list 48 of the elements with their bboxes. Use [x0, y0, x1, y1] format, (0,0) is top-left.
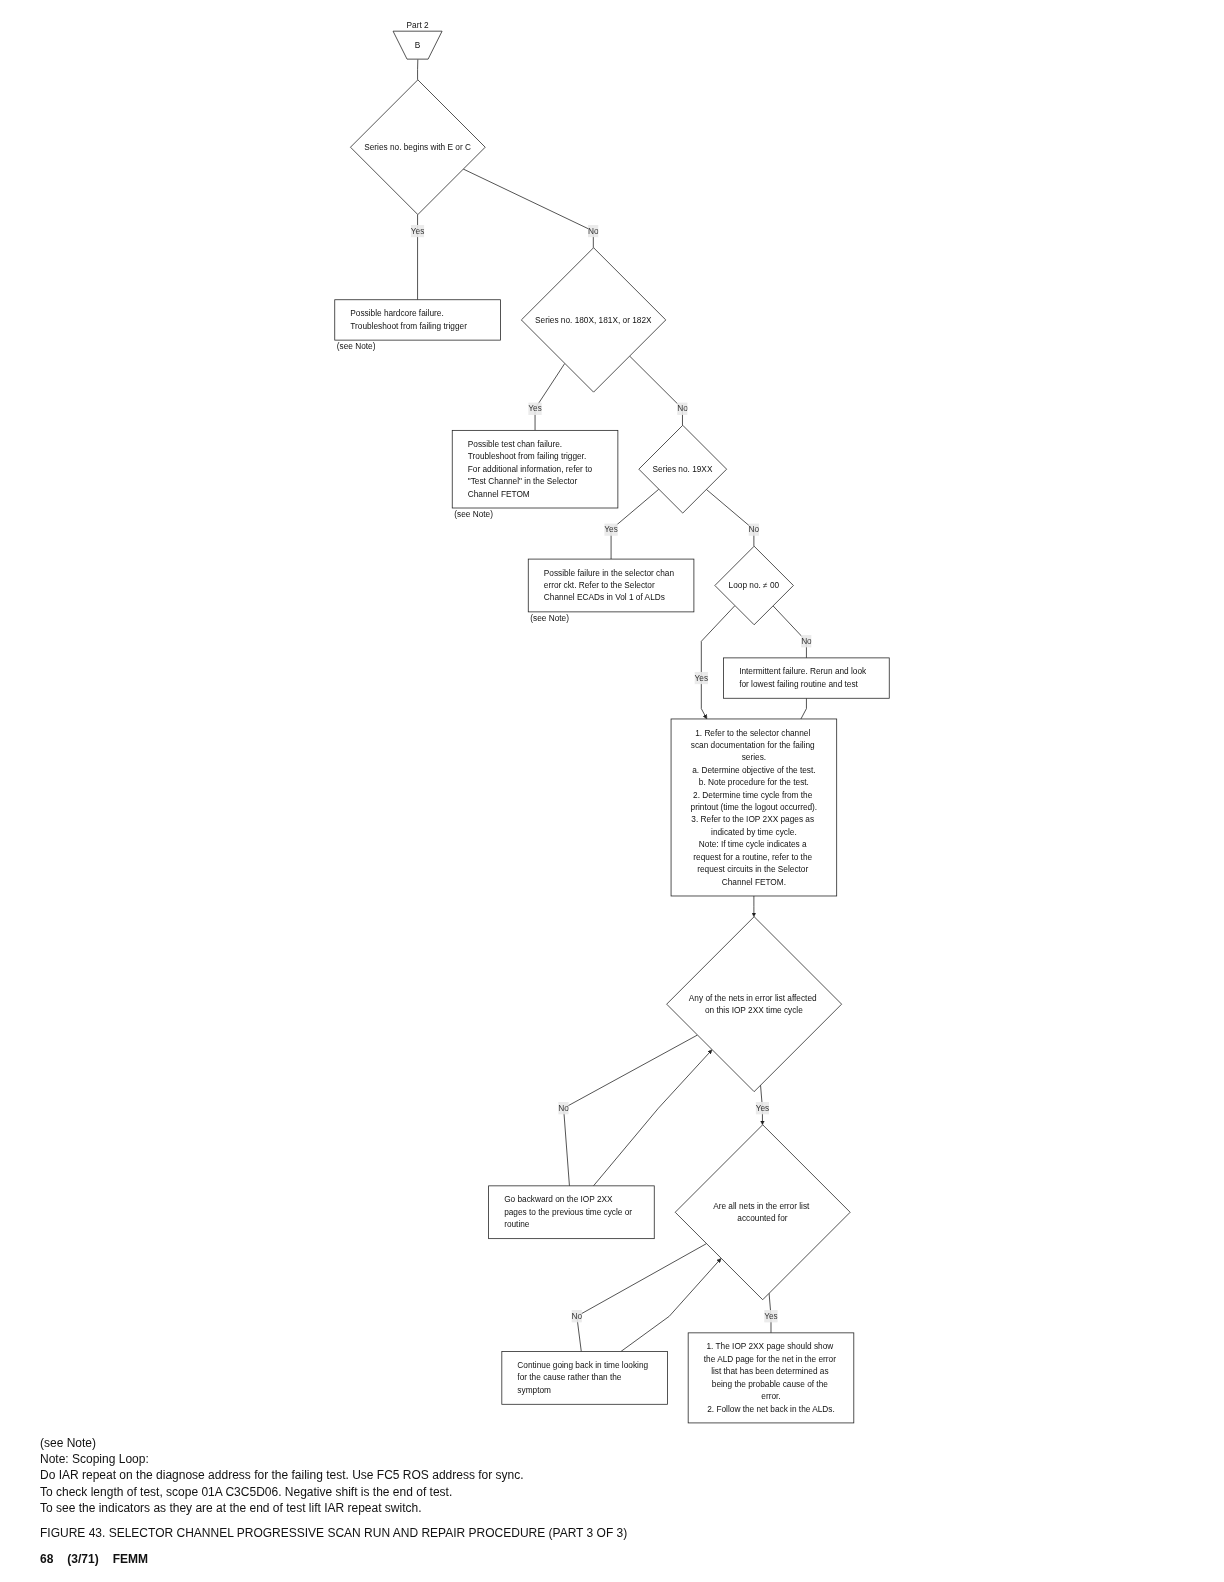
- node-box: 1. Refer to the selector channel scan documentation for the failing series. a. Determine objective of the test. b. Note procedure for the test. 2. Determine time cycle from the printout (time the logout occurred). 3. Refer to the IOP 2XX pages as indicated by time cycle. Note: If time cycle indicates a request for a routine, refer to the request circuits in the Selector Channel FETOM.: [670, 718, 838, 897]
- note-reference: (see Note): [530, 614, 569, 624]
- node-diamond: Series no. 180X, 181X, or 182X: [520, 247, 667, 393]
- footnote-text: Do IAR repeat on the diagnose address for the failing test. Use FC5 ROS address for sync.: [40, 1467, 524, 1484]
- edge-label: No: [801, 636, 812, 646]
- node-diamond: Are all nets in the error list accounted for: [674, 1124, 851, 1301]
- note-reference: (see Note): [40, 1435, 97, 1452]
- edge-label: No: [677, 404, 688, 413]
- part-label: Part 2: [406, 21, 429, 31]
- edge-label: Yes: [755, 1103, 770, 1113]
- node-box: Go backward on the IOP 2XX pages to the previous time cycle or routine: [488, 1185, 655, 1240]
- note-reference: (see Note): [336, 342, 376, 352]
- footnote-text: To check length of test, scope 01A C3C5D06. Negative shift is the end of test.: [40, 1483, 453, 1500]
- note-reference: (see Note): [454, 510, 493, 520]
- footnote-text: To see the indicators as they are at the end of test lift IAR repeat switch.: [40, 1499, 422, 1516]
- footnote-text: Note: Scoping Loop:: [40, 1451, 149, 1468]
- node-box: Intermittent failure. Rerun and look for lowest failing routine and test: [723, 657, 890, 699]
- connector: [417, 59, 419, 81]
- node-box: Possible hardcore failure. Troubleshoot from failing trigger: [334, 299, 501, 341]
- node-box: 1. The IOP 2XX page should show the ALD page for the net in the error list that has been determined as being the probable cause of the error. 2. Follow the net back in the ALDs.: [687, 1332, 855, 1424]
- connector: [462, 168, 594, 249]
- edge-label: No: [588, 226, 599, 236]
- page-footer-text: 68: [40, 1552, 54, 1566]
- node-box: Possible test chan failure. Troubleshoot from failing trigger. For additional information, refer to "Test Channel" in the Selector Channel FETOM: [451, 429, 619, 509]
- node-diamond: Series no. 19XX: [638, 424, 728, 514]
- node-diamond: Loop no. ≠ 00: [714, 545, 794, 626]
- connector: [417, 214, 418, 301]
- edge-label: Yes: [694, 673, 709, 683]
- figure-caption: FIGURE 43. SELECTOR CHANNEL PROGRESSIVE SCAN RUN AND REPAIR PROCEDURE (PART 3 OF 3): [40, 1526, 628, 1540]
- node-diamond: Series no. begins with E or C: [350, 79, 486, 215]
- edge-label: Yes: [764, 1311, 778, 1321]
- connector: [534, 363, 566, 431]
- edge-label: No: [748, 524, 760, 534]
- connector: [576, 1243, 707, 1352]
- connector: [610, 488, 660, 560]
- edge-label: Yes: [604, 524, 618, 534]
- node-box: Possible failure in the selector chan error ckt. Refer to the Selector Channel ECADs in Vol 1 of ALDs: [527, 558, 695, 613]
- edge-label: No: [558, 1103, 569, 1113]
- connector: [800, 697, 807, 720]
- edge-label: No: [571, 1311, 583, 1321]
- edge-label: Yes: [410, 226, 425, 236]
- node-box: Continue going back in time looking for the cause rather than the symptom: [501, 1351, 668, 1405]
- connector: [629, 355, 683, 426]
- edge-label: Yes: [528, 404, 542, 413]
- connector: [563, 1034, 698, 1187]
- page-footer-text: (3/71): [67, 1552, 99, 1566]
- page-footer-text: FEMM: [112, 1552, 149, 1566]
- node-diamond: Any of the nets in error list affected on this IOP 2XX time cycle: [666, 916, 842, 1093]
